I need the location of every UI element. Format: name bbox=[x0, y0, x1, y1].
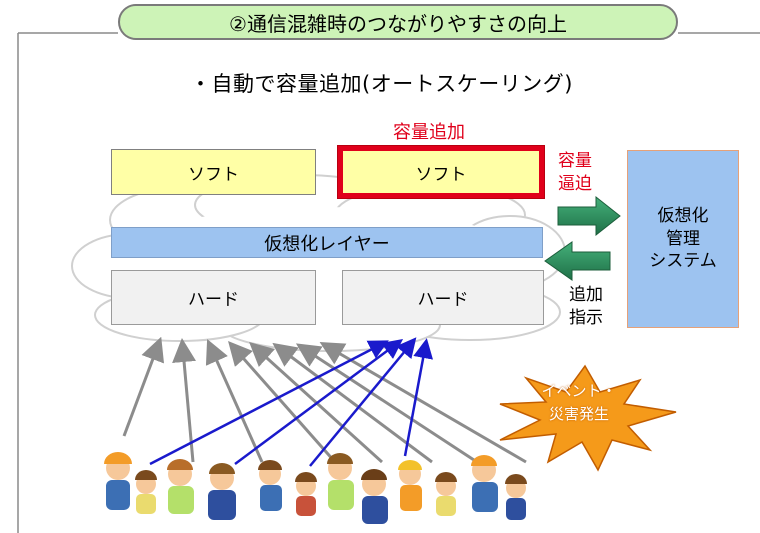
person-figure bbox=[398, 460, 422, 511]
person-figure bbox=[505, 474, 527, 520]
person-figure bbox=[167, 459, 194, 514]
added-software-box: ソフト bbox=[338, 146, 544, 198]
person-figure bbox=[208, 463, 236, 520]
capacity-added-label: 容量追加 bbox=[393, 122, 465, 143]
blue-arrows bbox=[149, 337, 434, 467]
person-figure bbox=[104, 452, 132, 510]
person-figure bbox=[135, 470, 157, 514]
people-icon bbox=[104, 452, 527, 524]
person-figure bbox=[471, 455, 498, 512]
virtualization-layer: 仮想化レイヤー bbox=[111, 227, 543, 258]
section-title: ②通信混雑時のつながりやすさの向上 bbox=[118, 4, 678, 40]
right-arrow-icon bbox=[557, 195, 621, 237]
person-figure bbox=[361, 469, 388, 524]
person-figure bbox=[258, 460, 282, 511]
subtitle: ・自動で容量追加(オートスケーリング) bbox=[190, 72, 573, 96]
event-label: イベント・ 災害発生 bbox=[541, 382, 617, 424]
add-instruction-label: 追加 指示 bbox=[569, 285, 603, 328]
person-figure bbox=[327, 453, 354, 510]
management-system-box: 仮想化 管理 システム bbox=[627, 150, 739, 328]
left-arrow-icon bbox=[544, 241, 611, 281]
software-box: ソフト bbox=[111, 149, 316, 195]
hardware-box: ハード bbox=[111, 270, 316, 325]
person-figure bbox=[295, 472, 317, 516]
explosion-icon bbox=[499, 364, 677, 472]
hardware-box: ハード bbox=[342, 270, 544, 325]
capacity-tight-label: 容量 逼迫 bbox=[558, 151, 592, 194]
outer-frame bbox=[17, 32, 760, 533]
person-figure bbox=[435, 472, 457, 516]
